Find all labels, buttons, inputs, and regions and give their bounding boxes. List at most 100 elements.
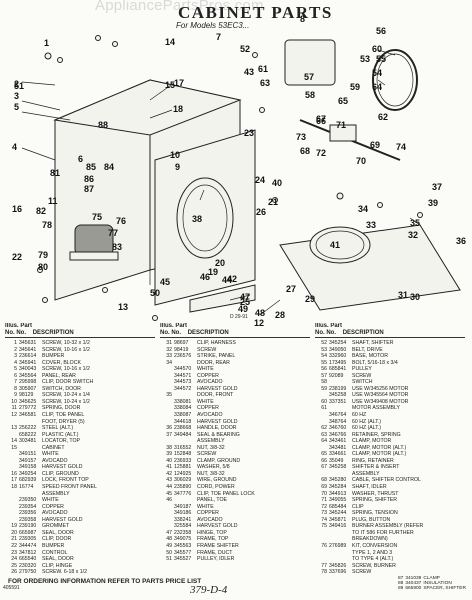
illus-number: 35	[166, 392, 172, 399]
part-number: 238668	[174, 425, 192, 432]
callout-40: 40	[272, 178, 282, 188]
page-title: CABINET PARTS	[178, 3, 333, 22]
part-number: 345826	[329, 562, 347, 569]
part-number: 345280	[329, 477, 347, 484]
part-description: CLIP, DOOR SWITCH	[42, 379, 94, 386]
part-description: CLIP, DOOR	[42, 536, 72, 543]
part-number: 125881	[174, 464, 192, 471]
part-number: 349050	[329, 346, 347, 353]
part-number: 340043	[19, 366, 37, 373]
illus-number: 17	[11, 477, 17, 484]
callout-87: 87	[84, 184, 94, 194]
part-number: 347776	[174, 490, 192, 497]
part-description: STEEL (ALT.)	[42, 425, 74, 432]
ordering-note: FOR ORDERING INFORMATION REFER TO PARTS …	[8, 578, 202, 585]
part-description: RING, RETAINER	[352, 457, 394, 464]
illus-number: 59	[321, 385, 327, 392]
part-description: USE W/345256 MOTOR	[352, 385, 409, 392]
illus-number: 76	[321, 542, 327, 549]
illus-number: 48	[166, 536, 172, 543]
part-description: SEAL, DOOR	[42, 556, 74, 563]
callout-81: 81	[50, 168, 60, 178]
callout-51: 51	[14, 81, 24, 91]
part-number: 236614	[19, 353, 37, 360]
part-number: 232358	[174, 529, 192, 536]
bulkhead-ring	[315, 230, 365, 260]
illus-number: 58	[321, 379, 327, 386]
callout-15: 15	[165, 80, 175, 90]
part-description: HARVEST GOLD	[197, 418, 238, 425]
illus-number: 41	[166, 464, 172, 471]
callout-18: 18	[173, 104, 183, 114]
illus-number: 3	[14, 353, 17, 360]
part-number: 230320	[19, 562, 37, 569]
illus-number: 50	[166, 549, 172, 556]
figure-code: D 29-91	[230, 314, 248, 320]
part-number: 345871	[329, 516, 347, 523]
part-description: BREAKDOWN)	[352, 536, 388, 543]
part-number: 345577	[174, 549, 192, 556]
parts-row: BREAKDOWN)	[315, 536, 465, 543]
illus-number: 1	[14, 340, 17, 346]
illus-number: 9	[14, 392, 17, 399]
callout-67: 67	[316, 114, 326, 124]
illus-number: 34	[166, 359, 172, 366]
part-description: ASSEMBLY	[42, 490, 70, 497]
illus-number: 5	[14, 366, 17, 373]
callout-19: 19	[208, 267, 218, 277]
part-number: 345258	[329, 392, 347, 399]
part-description: MOTOR ASSEMBLY	[352, 405, 400, 412]
drive-motor	[284, 39, 336, 86]
callout-59: 59	[350, 82, 360, 92]
part-description: SPEED FRONT PANEL	[42, 484, 97, 491]
part-description: RETAINER, SPRING	[352, 431, 401, 438]
callout-34: 34	[358, 204, 368, 214]
part-number: 344571	[174, 372, 192, 379]
part-description: BASE, MOTOR	[352, 353, 388, 360]
part-description: FOOT, DRYER (5)	[42, 418, 85, 425]
illus-number: 31	[166, 340, 172, 346]
illus-number: 24	[11, 556, 17, 563]
part-description: SCREW	[197, 346, 217, 353]
callout-1: 1	[44, 38, 49, 48]
part-number: 337696	[329, 569, 347, 573]
illus-number: 42	[166, 470, 172, 477]
illus-number: 10	[11, 398, 17, 405]
illus-number: 69	[321, 484, 327, 491]
callout-55: 55	[376, 54, 386, 64]
illus-number: 87	[398, 576, 404, 581]
part-description: SPRING, SHIFTER	[352, 497, 397, 504]
shifter-bracket	[329, 124, 357, 142]
callout-82: 82	[36, 206, 46, 216]
callout-47: 47	[240, 292, 250, 302]
part-number: 346760	[329, 425, 347, 432]
part-description: SHIFTER & INSERT	[352, 464, 400, 471]
part-description: ASSEMBLY	[197, 438, 225, 445]
callout-12: 12	[254, 318, 264, 328]
illus-number: 70	[321, 490, 327, 497]
callout-32: 32	[408, 230, 418, 240]
callout-20: 20	[215, 258, 225, 268]
